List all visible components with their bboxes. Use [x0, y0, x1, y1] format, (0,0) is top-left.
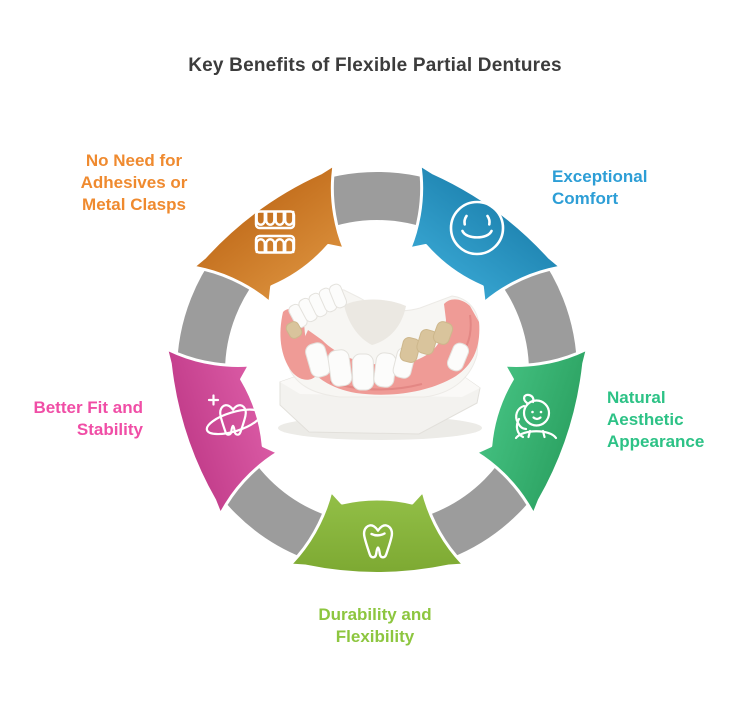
- label-line: Metal Clasps: [82, 195, 186, 214]
- label-line: Appearance: [607, 432, 705, 451]
- model-front-teeth: [305, 342, 470, 391]
- tooth-icon: [362, 524, 394, 559]
- smiley-face-icon: [449, 200, 505, 256]
- page-title: Key Benefits of Flexible Partial Denture…: [188, 55, 562, 76]
- label-no-adhesives: No Need for Adhesives or Metal Clasps: [34, 150, 234, 216]
- label-line: Durability and: [318, 605, 432, 624]
- label-line: Better Fit and: [33, 398, 143, 417]
- label-exceptional-comfort: Exceptional Comfort: [552, 166, 722, 210]
- label-line: No Need for: [85, 151, 183, 170]
- label-line: Comfort: [552, 189, 619, 208]
- badge-no-adhesives: [191, 163, 346, 305]
- dentures-icon: [254, 210, 296, 254]
- badge-better-fit: [165, 347, 280, 516]
- label-durability: Durability and Flexibility: [275, 604, 475, 648]
- tooth-orbit-plus-icon: [205, 394, 262, 436]
- label-line: Stability: [76, 420, 143, 439]
- label-line: Aesthetic: [607, 410, 684, 429]
- badge-durability: [288, 489, 466, 575]
- label-natural-aesthetic: Natural Aesthetic Appearance: [607, 387, 747, 453]
- label-line: Adhesives or: [80, 173, 188, 192]
- label-line: Natural: [607, 388, 666, 407]
- denture-model-photo: [278, 283, 482, 440]
- badge-exceptional-comfort: [408, 163, 563, 305]
- label-line: Flexibility: [335, 627, 415, 646]
- model-upper-teeth: [288, 283, 348, 329]
- model-arch-inner: [344, 299, 406, 345]
- woman-face-icon: [514, 393, 558, 440]
- label-better-fit: Better Fit and Stability: [0, 397, 143, 441]
- label-line: Exceptional: [552, 167, 648, 186]
- model-molars: [285, 321, 454, 363]
